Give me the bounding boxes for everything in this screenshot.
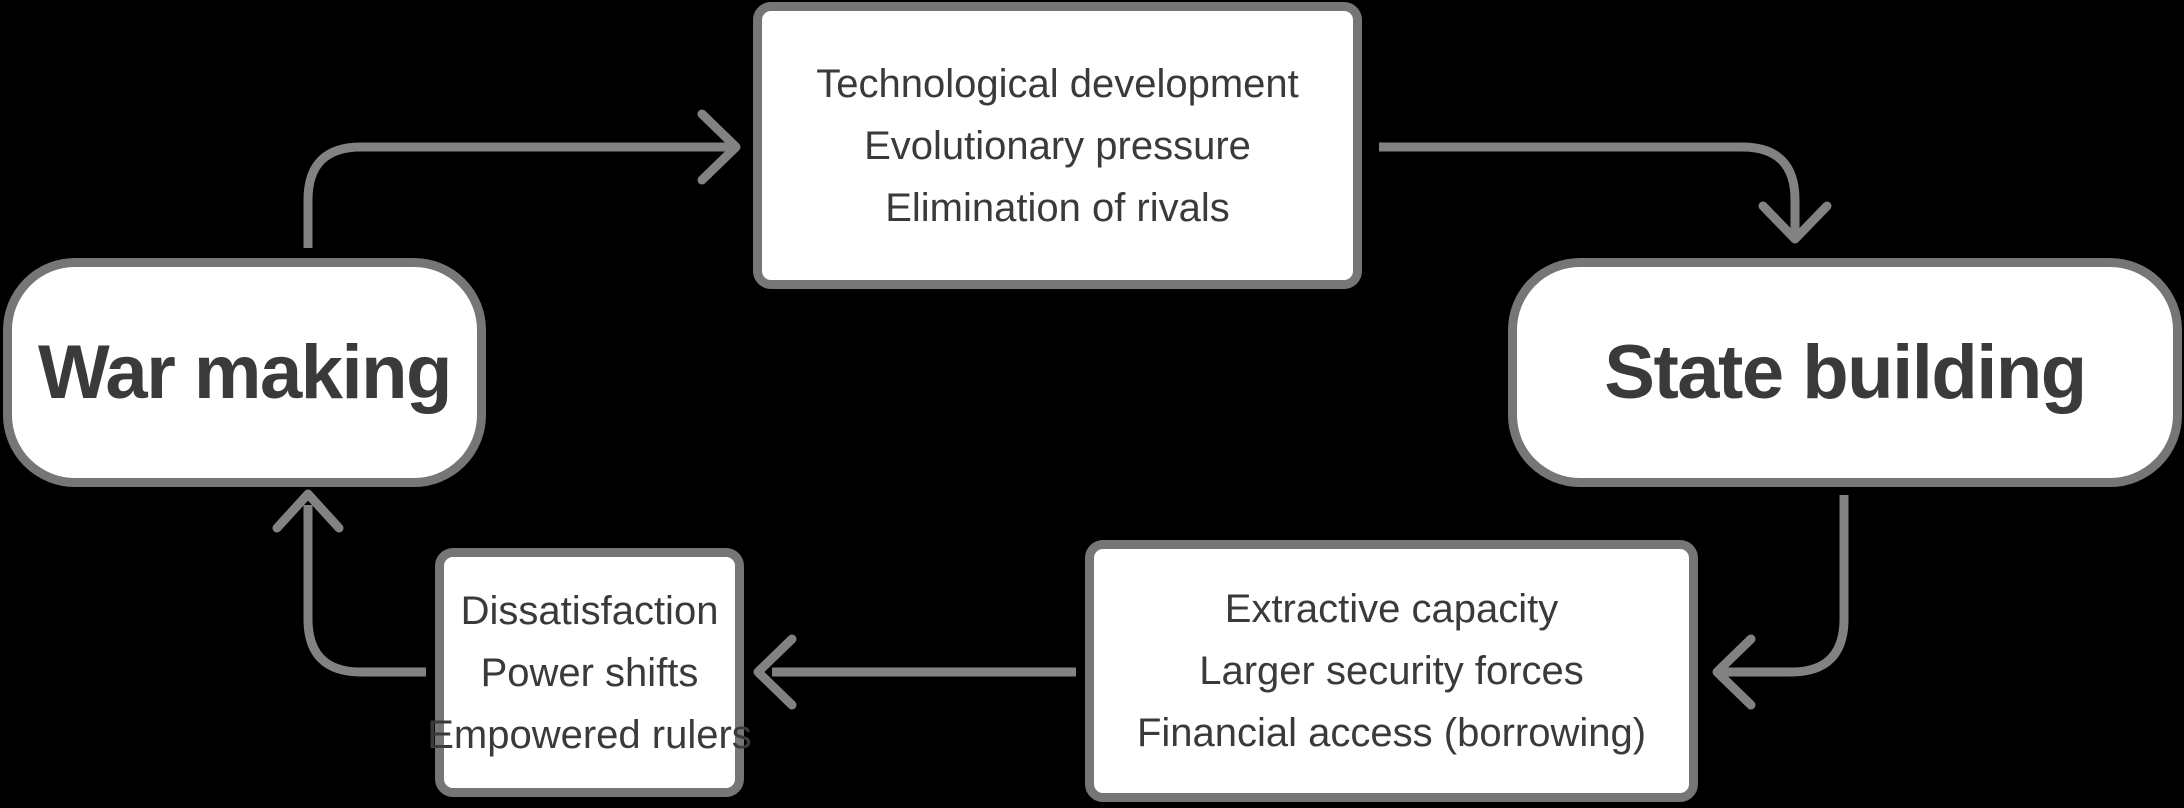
- arrow-factors-to-feedback: [753, 634, 1076, 710]
- node-state-building: State building: [1508, 258, 2182, 487]
- war-making-label: War making: [38, 330, 452, 415]
- factor-line: Empowered rulers: [427, 712, 752, 757]
- factor-line: Elimination of rivals: [885, 185, 1230, 230]
- factor-line: Evolutionary pressure: [864, 123, 1251, 168]
- factor-line: Dissatisfaction: [460, 588, 719, 633]
- factor-line: Larger security forces: [1199, 649, 1584, 693]
- node-war-to-state-factors: Technological development Evolutionary p…: [753, 2, 1362, 289]
- arrow-statebuilding-to-factors: [1712, 495, 1849, 710]
- node-state-to-war-factors: Extractive capacity Larger security forc…: [1085, 540, 1698, 802]
- factor-line: Financial access (borrowing): [1136, 711, 1647, 755]
- factor-line: Extractive capacity: [1224, 587, 1559, 631]
- arrow-warmaking-to-factors: [303, 109, 741, 248]
- factor-line: Technological development: [816, 61, 1299, 106]
- node-war-making: War making: [3, 258, 486, 487]
- factor-line: Power shifts: [480, 650, 699, 695]
- arrow-factors-to-statebuilding: [1379, 142, 1832, 244]
- arrow-feedback-to-warmaking: [272, 489, 426, 677]
- state-building-label: State building: [1604, 330, 2087, 415]
- node-feedback-factors: Dissatisfaction Power shifts Empowered r…: [427, 548, 752, 797]
